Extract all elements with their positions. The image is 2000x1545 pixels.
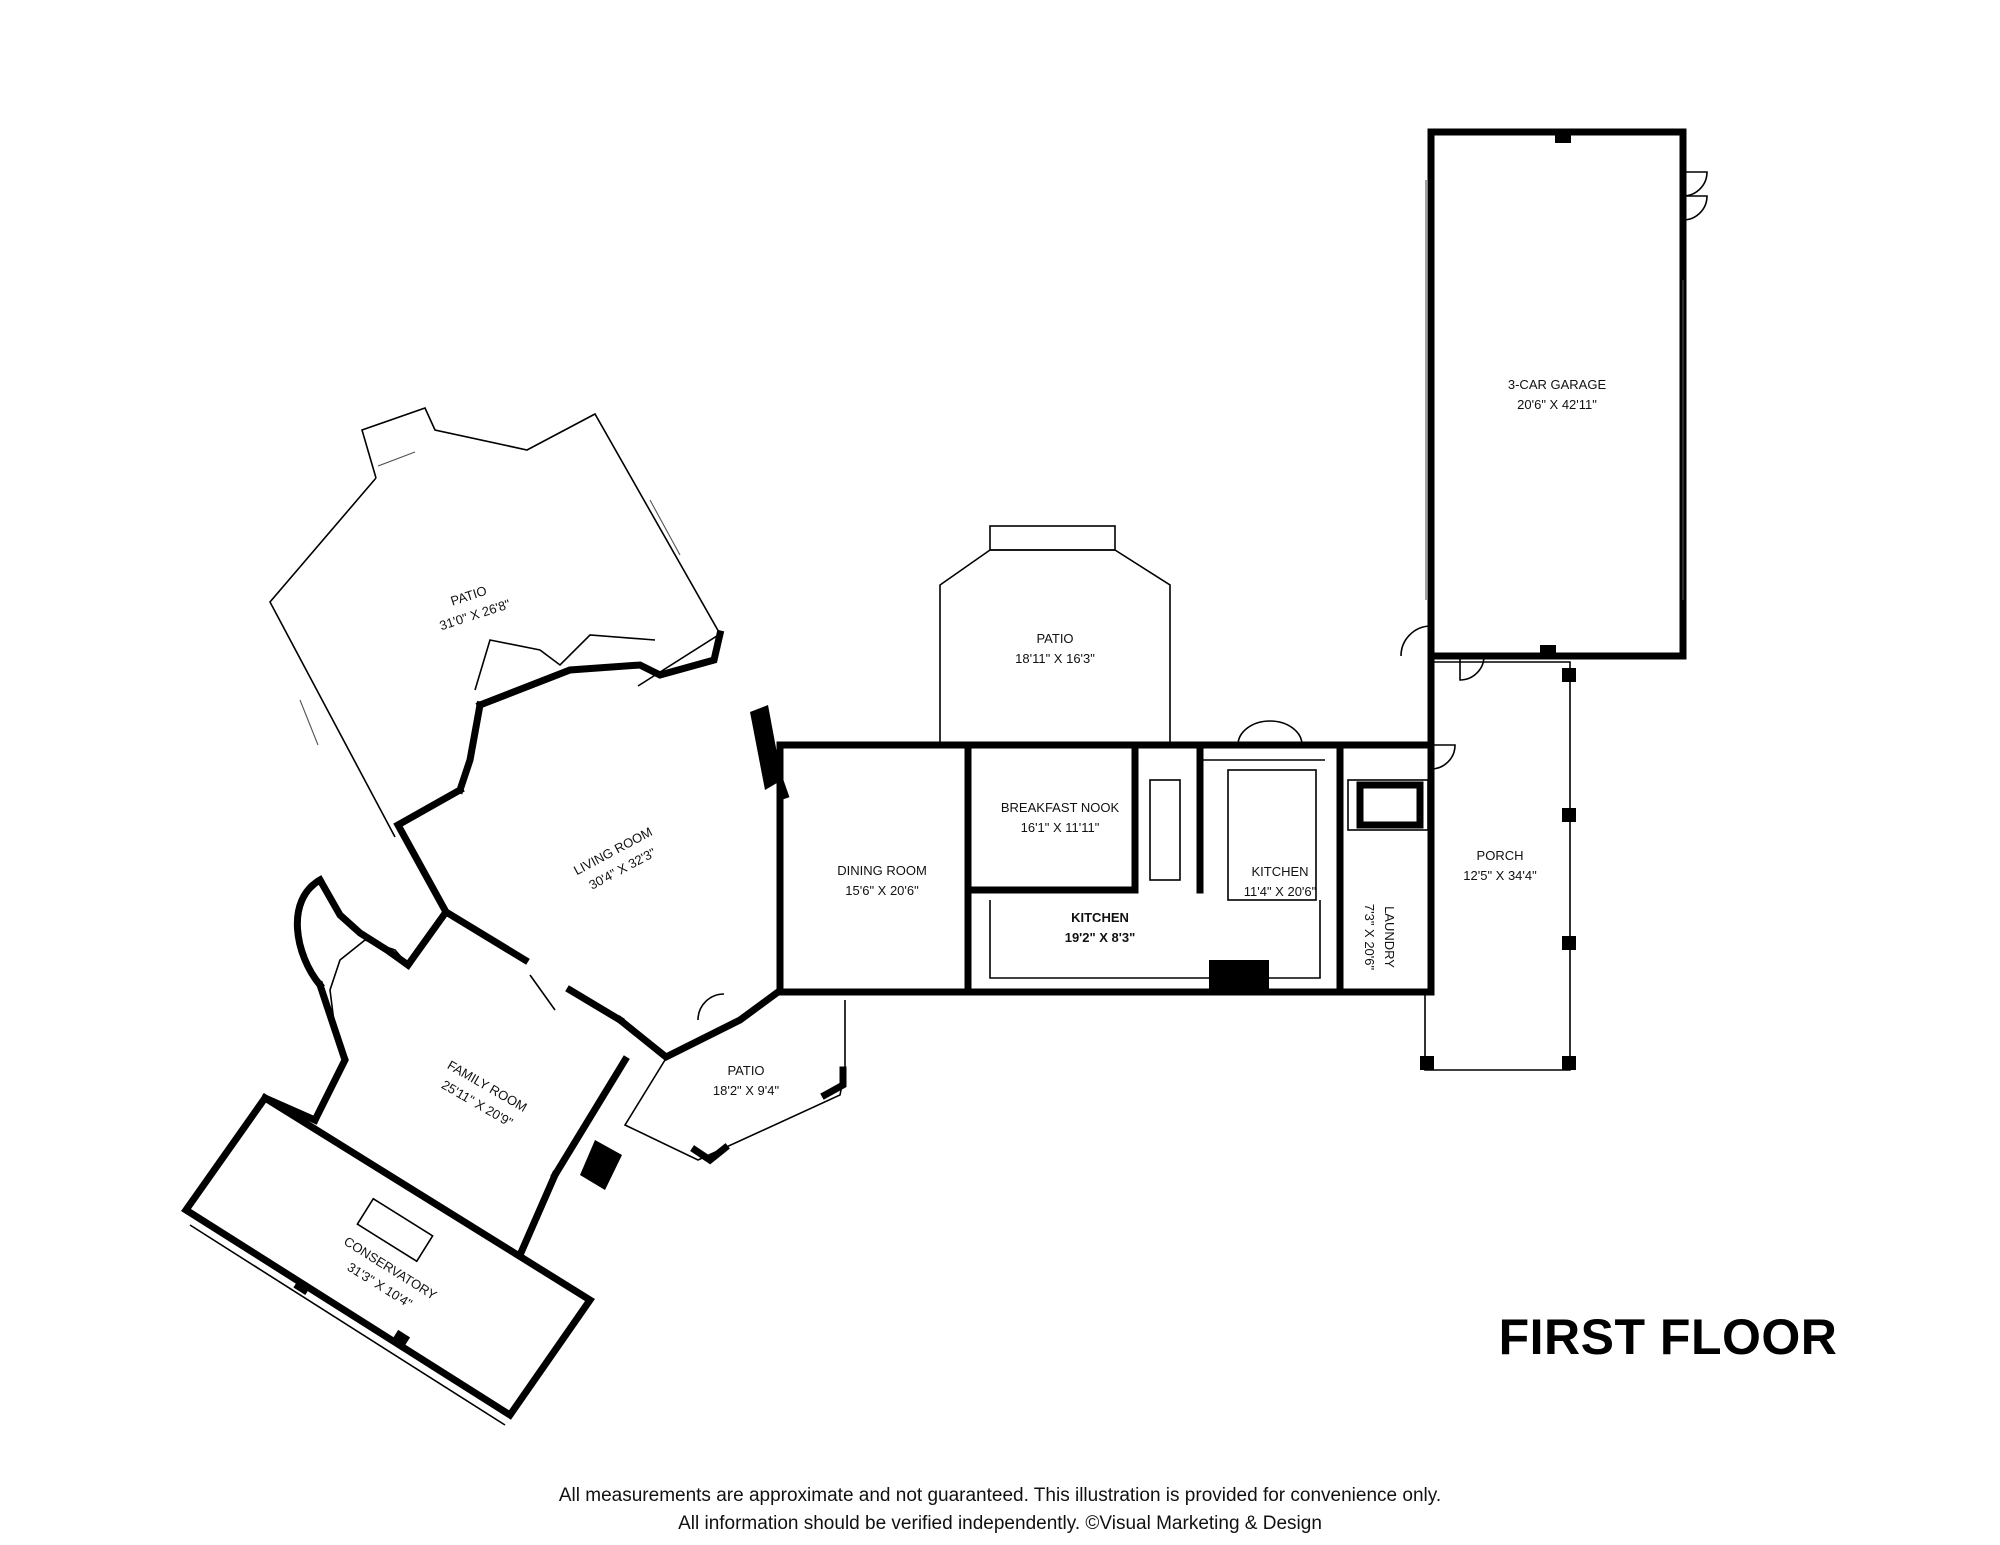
room-name: LAUNDRY [1382, 906, 1397, 968]
room-dimensions: 20'6" X 42'11" [1517, 397, 1597, 412]
room-label-dining-room: DINING ROOM 15'6" X 20'6" [837, 863, 927, 898]
disclaimer-line-1: All measurements are approximate and not… [558, 1485, 1442, 1506]
patio-nw-outline [269, 407, 722, 838]
room-dimensions: 18'2" X 9'4" [713, 1083, 780, 1098]
room-dimensions: 19'2" X 8'3" [1065, 930, 1136, 945]
room-name: KITCHEN [1251, 864, 1308, 879]
family-room-walls [181, 875, 630, 1426]
floor-title: FIRST FLOOR [1498, 1309, 1838, 1365]
porch-outline [1420, 661, 1576, 1071]
room-dimensions: 11'4" X 20'6" [1244, 884, 1317, 899]
room-label-patio-s: PATIO 18'2" X 9'4" [713, 1063, 780, 1098]
garage-walls [1400, 128, 1708, 681]
disclaimer: All measurements are approximate and not… [0, 1482, 2000, 1538]
main-block-walls [776, 658, 1435, 996]
room-dimensions: 31'0" X 26'8" [438, 596, 513, 633]
room-name: PATIO [727, 1063, 764, 1078]
room-name: KITCHEN [1071, 910, 1129, 925]
room-label-kitchen-main: KITCHEN 19'2" X 8'3" [1065, 910, 1136, 945]
room-name: PATIO [1036, 631, 1073, 646]
room-dimensions: 12'5" X 34'4" [1463, 868, 1537, 883]
room-dimensions: 18'11" X 16'3" [1015, 651, 1095, 666]
room-name: 3-CAR GARAGE [1508, 377, 1607, 392]
room-label-porch: PORCH 12'5" X 34'4" [1463, 848, 1537, 883]
room-label-kitchen-2: KITCHEN 11'4" X 20'6" [1244, 864, 1317, 899]
patio-s-outline [623, 993, 847, 1165]
room-name: BREAKFAST NOOK [1001, 800, 1120, 815]
room-dimensions: 15'6" X 20'6" [845, 883, 919, 898]
room-name: DINING ROOM [837, 863, 927, 878]
room-label-laundry: LAUNDRY 7'3" X 20'6" [1362, 904, 1397, 971]
room-label-breakfast-nook: BREAKFAST NOOK 16'1" X 11'11" [1001, 800, 1120, 835]
disclaimer-line-2: All information should be verified indep… [678, 1513, 1322, 1534]
room-dimensions: 7'3" X 20'6" [1362, 904, 1377, 971]
living-room-walls [393, 629, 790, 1062]
patio-n-outline [939, 525, 1171, 745]
room-name: PORCH [1477, 848, 1524, 863]
room-label-garage: 3-CAR GARAGE 20'6" X 42'11" [1508, 377, 1607, 412]
room-dimensions: 16'1" X 11'11" [1021, 820, 1100, 835]
room-label-patio-n: PATIO 18'11" X 16'3" [1015, 631, 1095, 666]
